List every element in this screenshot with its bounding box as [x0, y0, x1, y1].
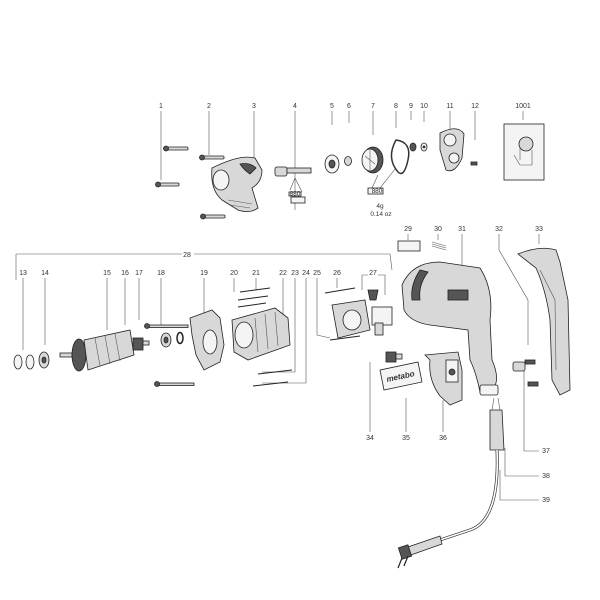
label-plate-29-30: [397, 240, 447, 252]
label-7: 7: [371, 103, 375, 110]
label-9: 9: [409, 103, 413, 110]
label-31: 31: [458, 226, 466, 233]
label-26: 26: [333, 270, 341, 277]
grease-amount-oz: 0.14 oz: [370, 211, 391, 218]
label-21: 21: [252, 270, 260, 277]
label-27: 27: [369, 270, 377, 277]
motor-housing-31: [401, 261, 499, 396]
label-18: 18: [157, 270, 165, 277]
label-12: 12: [471, 103, 479, 110]
cables-20-21: [237, 287, 271, 308]
screws-18: [144, 323, 195, 387]
assembly-28: 28: [15, 252, 393, 280]
grease-amount: 4g: [376, 203, 384, 210]
armature-15: [59, 329, 150, 372]
bottom-labels: 34 35 36 37 38 39: [366, 362, 550, 504]
bearing-5-ring-6: [324, 154, 352, 174]
gear-7: 880 4g 0.14 oz: [361, 146, 397, 218]
label-39: 39: [542, 497, 550, 504]
gear-housing-11: [439, 128, 478, 172]
o-ring-8-washers-9-10: [390, 139, 428, 175]
top-row-leaders: [160, 111, 524, 210]
label-28: 28: [183, 252, 191, 259]
brand-plate-35: metabo: [379, 361, 423, 391]
switch-36: [424, 351, 463, 406]
label-4: 4: [293, 103, 297, 110]
label-14: 14: [41, 270, 49, 277]
label-1001: 1001: [515, 103, 531, 110]
label-3: 3: [252, 103, 256, 110]
cable-clamp-37: [512, 361, 526, 372]
bearing-14: [38, 351, 50, 369]
detail-1001: [503, 123, 545, 181]
label-35: 35: [402, 435, 410, 442]
label-37: 37: [542, 448, 550, 455]
label-13: 13: [19, 270, 27, 277]
switch-knob-34: [385, 351, 403, 363]
label-19: 19: [200, 270, 208, 277]
label-29: 29: [404, 226, 412, 233]
top-row-labels: 1 2 3 4 5 6 7 8 9 10 11 12 1001: [159, 103, 531, 110]
cables-23-24: [252, 369, 293, 387]
spindle-4: 880: [274, 166, 312, 204]
label-24: 24: [302, 270, 310, 277]
housing-labels: 29 30 31 32 33: [404, 226, 543, 345]
label-8: 8: [394, 103, 398, 110]
label-15: 15: [103, 270, 111, 277]
power-cord-38-39: [397, 397, 505, 569]
label-38: 38: [542, 473, 550, 480]
bearing-16-ring-17: [160, 331, 184, 348]
label-20: 20: [230, 270, 238, 277]
label-2: 2: [207, 103, 211, 110]
label-6: 6: [347, 103, 351, 110]
grease-tube-label-7: 880: [372, 188, 383, 195]
label-36: 36: [439, 435, 447, 442]
label-30: 30: [434, 226, 442, 233]
label-17: 17: [135, 270, 143, 277]
label-11: 11: [446, 103, 453, 110]
motor-row-labels: 13 14 15 16 17 18 19 20 21 22 23 24 25 2…: [19, 270, 386, 384]
label-32: 32: [495, 226, 503, 233]
label-5: 5: [330, 103, 334, 110]
label-25: 25: [313, 270, 321, 277]
stator-22: [231, 307, 291, 361]
brush-holder-26-27: [324, 287, 393, 341]
fan-baffle-19: [189, 309, 225, 371]
label-23: 23: [291, 270, 299, 277]
handle-shell-33: [517, 247, 571, 396]
label-34: 34: [366, 435, 374, 442]
screws-32: [524, 359, 539, 387]
label-33: 33: [535, 226, 543, 233]
label-1: 1: [159, 103, 163, 110]
label-10: 10: [420, 103, 428, 110]
grease-tube-label-4-a: 880: [290, 191, 301, 198]
washers-13: [13, 354, 35, 370]
label-16: 16: [121, 270, 129, 277]
gear-housing-cover-3: [211, 156, 263, 212]
screws-1-2: [155, 145, 226, 220]
label-22: 22: [279, 270, 287, 277]
